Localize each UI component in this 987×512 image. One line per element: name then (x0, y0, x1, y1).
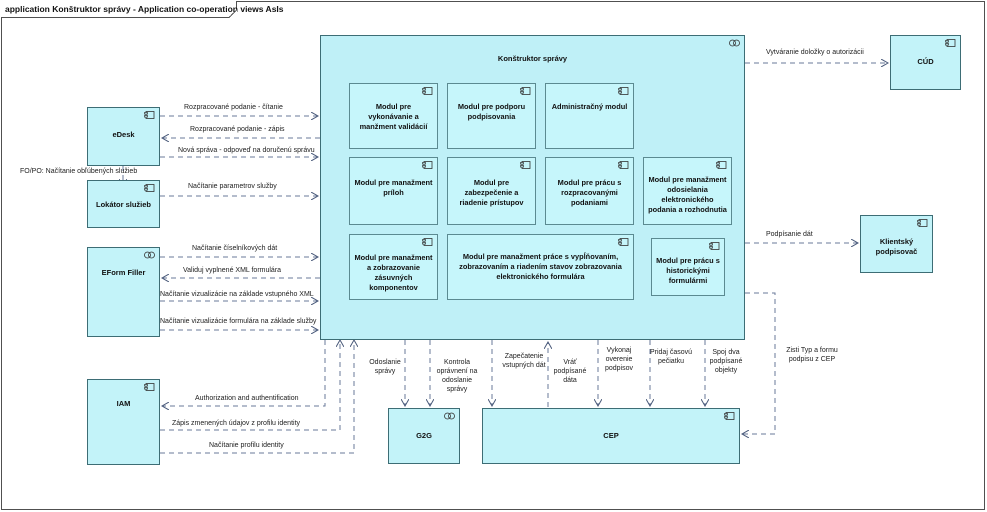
label-overenie: Vykonaj overenie podpisov (604, 347, 634, 372)
component-eform[interactable]: EForm Filler (87, 247, 160, 337)
label-authz: Authorization and authentification (195, 395, 299, 402)
module-label: Administračný modul (551, 102, 628, 111)
flow-line-zapis-profil (160, 340, 340, 431)
component-label: Konštruktor správy (497, 54, 568, 63)
label-nacitanie-profil: Načítanie profilu identity (209, 442, 284, 449)
module-formular[interactable]: Modul pre manažment práce s vypĺňovaním,… (447, 234, 634, 300)
module-icon (422, 238, 433, 246)
component-cud[interactable]: CÚD (890, 35, 961, 90)
label-validuj: Validuj vyplnené XML formulára (183, 267, 282, 274)
module-icon (618, 238, 629, 246)
component-edesk[interactable]: eDesk (87, 107, 160, 166)
component-label: EForm Filler (101, 268, 146, 277)
module-odosielanie[interactable]: Modul pre manažment odosielania elektron… (643, 157, 732, 225)
label-nova-sprava: Nová správa - odpoveď na doručenú správu (178, 147, 315, 154)
component-g2g[interactable]: G2G (388, 408, 460, 464)
module-icon (618, 87, 629, 95)
module-administracny[interactable]: Administračný modul (545, 83, 634, 149)
module-pristupy[interactable]: Modul pre zabezpečenie a riadenie prístu… (447, 157, 536, 225)
module-icon (716, 161, 727, 169)
label-viz-sluzba: Načítanie vizualizácie formulára na zákl… (160, 318, 317, 325)
module-label: Modul pre prácu s historickými formulárm… (656, 256, 720, 285)
component-label: Lokátor služieb (95, 200, 151, 209)
component-label: CEP (603, 431, 619, 440)
module-icon (709, 242, 720, 250)
module-podpisovanie[interactable]: Modul pre podporu podpisovania (447, 83, 536, 149)
module-icon (422, 161, 433, 169)
component-icon (144, 383, 155, 391)
component-icon (144, 251, 155, 259)
flow-line-nacitanie-profil (160, 340, 354, 454)
component-icon (917, 219, 928, 227)
component-icon (144, 184, 155, 192)
module-historicke[interactable]: Modul pre prácu s historickými formulárm… (651, 238, 725, 296)
label-odoslanie: Odoslanie správy (369, 359, 401, 375)
label-dolozka: Vytváranie doložky o autorizácii (766, 49, 864, 56)
component-label: Klientský podpisovač (875, 237, 918, 256)
module-label: Modul pre prácu s rozpracovanými podania… (557, 178, 622, 207)
component-label: G2G (416, 431, 432, 440)
component-label: CÚD (917, 57, 934, 66)
label-spoj: Spoj dva podpísané objekty (709, 349, 743, 374)
module-icon (520, 87, 531, 95)
label-kontrola: Kontrola oprávnení na odoslanie správy (436, 359, 478, 393)
module-label: Modul pre vykonávanie a manžment validác… (359, 102, 428, 131)
module-icon (422, 87, 433, 95)
label-viz-xml: Načítanie vizualizácie na základe vstupn… (160, 291, 314, 298)
component-iam[interactable]: IAM (87, 379, 160, 465)
module-label: Modul pre manažment odosielania elektron… (648, 175, 727, 214)
module-prilohy[interactable]: Modul pre manažment príloh (349, 157, 438, 225)
module-icon (618, 161, 629, 169)
component-icon (724, 412, 735, 420)
component-icon (729, 39, 740, 47)
label-parametre: Načítanie parametrov služby (188, 183, 277, 190)
component-icon (444, 412, 455, 420)
label-peciatka: Pridaj časovú pečiatku (649, 349, 693, 365)
flow-line-zisti-typ (742, 292, 776, 434)
label-fopo: FO/PO: Načítanie obľúbených služieb (20, 168, 138, 175)
label-rozp-citanie: Rozpracované podanie - čítanie (184, 104, 283, 111)
label-zapis-profil: Zápis zmenených údajov z profilu identit… (172, 420, 301, 427)
module-rozpracovane[interactable]: Modul pre prácu s rozpracovanými podania… (545, 157, 634, 225)
component-icon (945, 39, 956, 47)
component-klientsky[interactable]: Klientský podpisovač (860, 215, 933, 273)
label-vrat: Vráť podpísané dáta (553, 359, 587, 384)
diagram-title: application Konštruktor správy - Applica… (1, 1, 284, 18)
label-rozp-zapis: Rozpracované podanie - zápis (190, 126, 285, 133)
component-label: IAM (116, 399, 131, 408)
component-cep[interactable]: CEP (482, 408, 740, 464)
module-zasuvne[interactable]: Modul pre manažment a zobrazovanie zásuv… (349, 234, 438, 300)
module-icon (520, 161, 531, 169)
label-podpisanie: Podpísanie dát (766, 231, 813, 238)
component-icon (144, 111, 155, 119)
label-zisti-typ: Zisti Typ a formu podpisu z CEP (786, 347, 838, 363)
component-label: eDesk (112, 130, 135, 139)
module-label: Modul pre manažment príloh (354, 178, 433, 197)
flow-line-authz (162, 340, 326, 406)
module-label: Modul pre zabezpečenie a riadenie prístu… (459, 178, 524, 207)
component-lokator[interactable]: Lokátor služieb (87, 180, 160, 228)
module-label: Modul pre manažment práce s vypĺňovaním,… (459, 252, 622, 281)
module-validacie[interactable]: Modul pre vykonávanie a manžment validác… (349, 83, 438, 149)
module-label: Modul pre manažment a zobrazovanie zásuv… (354, 253, 433, 292)
label-zapecatenie: Zapečatenie vstupných dát (502, 353, 546, 369)
label-ciselniky: Načítanie číselníkových dát (192, 245, 278, 252)
module-label: Modul pre podporu podpisovania (457, 102, 526, 121)
